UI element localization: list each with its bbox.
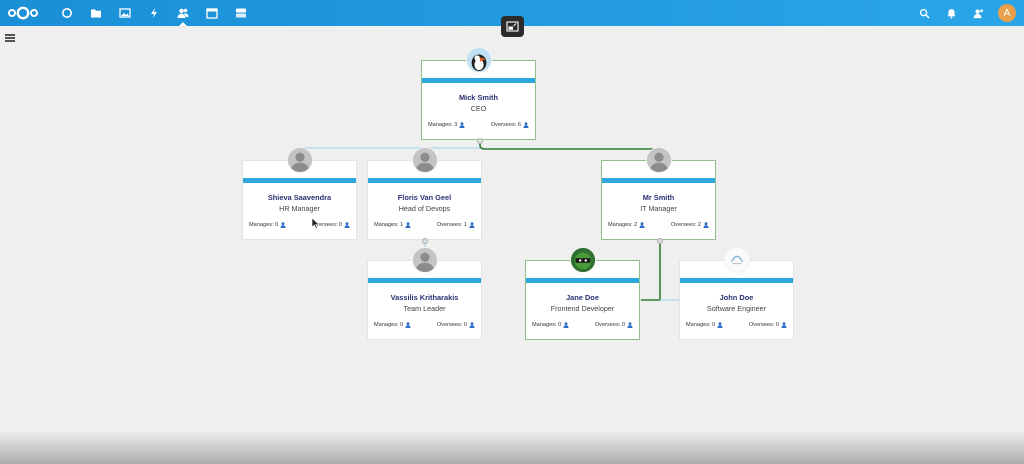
person-role: IT Manager (640, 204, 677, 213)
manages-count: Manages: 0 (374, 322, 404, 328)
notifications-icon (947, 8, 956, 18)
oversees-count: Oversees: 0 (594, 322, 625, 328)
person-icon (563, 322, 569, 328)
photos-icon (118, 8, 131, 18)
files-icon (90, 9, 101, 18)
dashboard-icon (61, 8, 72, 18)
person-icon (639, 222, 645, 228)
manages-count: Manages: 0 (249, 222, 279, 228)
person-icon (405, 222, 411, 228)
manages-count: Manages: 1 (374, 222, 404, 228)
collapse-toggle[interactable] (422, 238, 428, 244)
person-icon (781, 322, 787, 328)
notifications-button[interactable] (938, 0, 965, 26)
activity-icon (150, 8, 157, 18)
contacts-menu-icon (973, 9, 983, 18)
default-avatar-icon (287, 147, 313, 173)
person-icon (717, 322, 723, 328)
person-icon (280, 222, 286, 228)
person-role: CEO (470, 104, 487, 113)
app-activity[interactable] (139, 0, 168, 26)
oversees-count: Oversees: 1 (436, 222, 467, 228)
person-name: Jane Doe (566, 293, 599, 302)
app-contacts[interactable] (168, 0, 197, 26)
person-icon (405, 322, 411, 328)
user-avatar[interactable]: A (998, 4, 1016, 22)
app-calendar[interactable] (197, 0, 226, 26)
default-avatar-icon (412, 147, 438, 173)
app-menu (52, 0, 255, 26)
org-node-vassilis-kritharakis[interactable]: Vassilis Kritharakis Team Leader Manages… (367, 247, 482, 340)
nextcloud-logo-icon[interactable] (6, 5, 40, 21)
person-role: HR Manager (279, 204, 320, 213)
oversees-count: Oversees: 0 (436, 322, 467, 328)
app-photos[interactable] (110, 0, 139, 26)
person-icon (469, 322, 475, 328)
bottom-shadow (0, 430, 1024, 464)
person-role: Head of Devops (398, 204, 451, 213)
mouse-cursor-icon (312, 218, 320, 229)
manages-count: Manages: 3 (428, 122, 458, 128)
exit-fullscreen-button[interactable] (501, 16, 524, 37)
exit-fullscreen-icon (506, 21, 519, 32)
person-icon (469, 222, 475, 228)
oversees-count: Oversees: 0 (748, 322, 779, 328)
search-button[interactable] (911, 0, 938, 26)
oversees-count: Oversees: 6 (490, 122, 521, 128)
puffin-avatar-icon (466, 47, 492, 73)
person-icon (523, 122, 529, 128)
person-icon (459, 122, 465, 128)
sticker-avatar-icon (724, 247, 750, 273)
person-icon (344, 222, 350, 228)
oversees-count: Oversees: 0 (311, 222, 342, 228)
person-icon (703, 222, 709, 228)
person-name: Shieva Saavendra (267, 193, 332, 202)
manages-count: Manages: 0 (686, 322, 716, 328)
person-role: Team Leader (403, 304, 446, 313)
search-icon (919, 8, 930, 19)
manages-count: Manages: 0 (532, 322, 562, 328)
person-name: Mick Smith (458, 93, 498, 102)
person-name: Vassilis Kritharakis (390, 293, 459, 302)
header-right: A (911, 0, 1024, 26)
org-node-shieva-saavendra[interactable]: Shieva Saavendra HR Manager Manages: 0 O… (242, 147, 357, 240)
storage-icon (235, 8, 246, 18)
app-files[interactable] (81, 0, 110, 26)
default-avatar-icon (412, 247, 438, 273)
person-role: Software Engineer (706, 304, 767, 313)
org-node-john-doe[interactable]: John Doe Software Engineer Manages: 0 Ov… (679, 247, 794, 340)
contacts-menu-button[interactable] (965, 0, 992, 26)
default-avatar-icon (646, 147, 672, 173)
hamburger-menu-icon[interactable] (5, 34, 15, 42)
org-node-mr-smith[interactable]: Mr Smith IT Manager Manages: 2 Oversees:… (601, 147, 716, 240)
org-node-jane-doe[interactable]: Jane Doe Frontend Developer Manages: 0 O… (525, 247, 640, 340)
manages-count: Manages: 2 (608, 222, 638, 228)
person-icon (627, 322, 633, 328)
person-name: Floris Van Geel (397, 193, 452, 202)
app-dashboard[interactable] (52, 0, 81, 26)
collapse-toggle[interactable] (477, 138, 483, 144)
app-storage[interactable] (226, 0, 255, 26)
contacts-icon (177, 8, 188, 18)
collapse-toggle[interactable] (657, 238, 663, 244)
person-role: Frontend Developer (550, 304, 615, 313)
person-name: John Doe (719, 293, 754, 302)
person-name: Mr Smith (642, 193, 675, 202)
ninja-avatar-icon (570, 247, 596, 273)
calendar-icon (205, 8, 218, 19)
org-node-floris-van-geel[interactable]: Floris Van Geel Head of Devops Manages: … (367, 147, 482, 240)
oversees-count: Oversees: 2 (670, 222, 701, 228)
org-node-mick-smith[interactable]: Mick Smith CEO Manages: 3 Oversees: 6 (421, 47, 536, 140)
